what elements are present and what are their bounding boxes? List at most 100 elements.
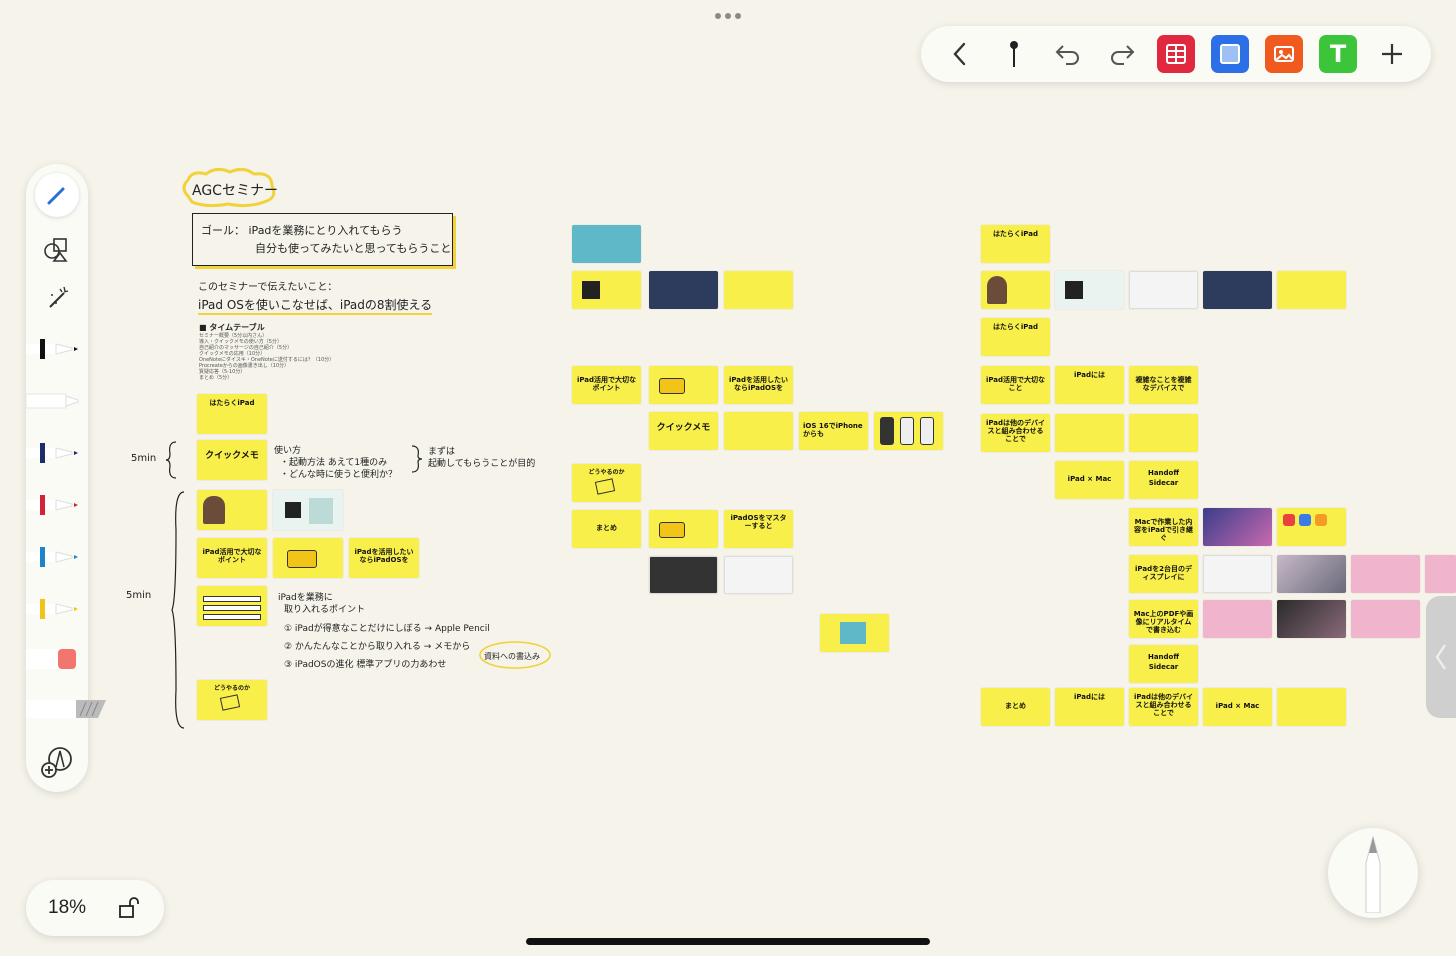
photo-card[interactable] — [1277, 555, 1346, 593]
slide-card[interactable]: まとめ — [981, 688, 1050, 726]
add-button[interactable] — [1373, 35, 1411, 73]
ruler-tool[interactable] — [26, 696, 106, 722]
apple-pencil-button[interactable] — [1328, 828, 1418, 918]
pen-yellow[interactable] — [26, 596, 86, 622]
slide-card[interactable]: はたらくiPad — [981, 318, 1050, 356]
image-button[interactable] — [1265, 35, 1303, 73]
slide-card[interactable] — [1129, 414, 1198, 452]
slide-card[interactable]: iPadは他のデバイスと組み合わせることで — [1129, 688, 1198, 726]
slide-card[interactable]: iPad活用で大切なポイント — [197, 538, 267, 578]
pen-blue-icon — [26, 547, 78, 567]
thumbnail-card[interactable] — [572, 225, 641, 263]
slide-card[interactable]: はたらくiPad — [981, 225, 1050, 263]
pen-blue[interactable] — [26, 544, 86, 570]
table-button[interactable] — [1157, 35, 1195, 73]
slide-card[interactable]: クイックメモ — [197, 440, 267, 480]
app-icons-card[interactable] — [1277, 508, 1346, 546]
screenshot-card[interactable] — [1425, 555, 1456, 593]
timetable-title: ■ タイムテーブル — [199, 323, 265, 332]
slide-card[interactable] — [197, 586, 267, 626]
slide-card[interactable]: Macで作業した内容をiPadで引き継ぐ — [1129, 508, 1198, 546]
screenshot-card[interactable] — [1351, 600, 1420, 638]
slide-card[interactable]: まとめ — [572, 510, 641, 548]
slide-card[interactable]: iOS 16でiPhoneからも — [799, 412, 868, 450]
profile-card[interactable] — [981, 271, 1050, 309]
slide-card[interactable]: どうやるのか — [572, 464, 641, 502]
pen-navy[interactable] — [26, 440, 86, 466]
slide-card[interactable] — [1055, 414, 1124, 452]
slide-card[interactable] — [724, 271, 793, 309]
tool-palette — [25, 164, 106, 792]
slide-card[interactable]: どうやるのか — [197, 680, 267, 720]
text-button[interactable]: T — [1319, 35, 1357, 73]
slide-card[interactable]: iPadOSをマスターすると — [724, 510, 793, 548]
slide-card[interactable]: クイックメモ — [649, 412, 718, 450]
photo-card[interactable] — [1203, 508, 1272, 546]
photo-card[interactable] — [1277, 600, 1346, 638]
qr-card[interactable] — [572, 271, 641, 309]
usage-2: ・どんな時に使うと便利か？ — [280, 470, 398, 480]
slide-card[interactable] — [649, 366, 718, 404]
shape-tool-button[interactable] — [26, 228, 88, 268]
lasso-tool-button[interactable] — [26, 278, 88, 318]
plus-icon — [1382, 44, 1402, 64]
pin-icon — [1010, 41, 1018, 67]
zoom-control[interactable]: 18% — [26, 880, 164, 936]
screenshot-card[interactable] — [1203, 555, 1272, 593]
screenshot-card[interactable] — [1129, 271, 1198, 309]
thumbnail-card[interactable] — [820, 614, 889, 652]
add-tool-button[interactable] — [26, 742, 88, 782]
slide-card[interactable]: 複雑なことを複雑なデバイスで — [1129, 366, 1198, 404]
side-panel-handle[interactable] — [1426, 596, 1456, 718]
multitask-dots[interactable] — [712, 10, 744, 22]
slide-card[interactable]: iPad活用で大切なこと — [981, 366, 1050, 404]
screenshot-card[interactable] — [724, 556, 793, 594]
slide-card[interactable] — [874, 412, 943, 450]
time-label: 5min — [126, 590, 152, 601]
slide-card[interactable] — [1277, 688, 1346, 726]
slide-card[interactable]: iPad × Mac — [1055, 461, 1124, 499]
pen-red[interactable] — [26, 492, 86, 518]
slide-card[interactable]: iPadを2台目のディスプレイに — [1129, 555, 1198, 593]
slide-card[interactable] — [273, 538, 343, 578]
pen-tool-button[interactable] — [26, 172, 88, 218]
qr-card[interactable] — [273, 490, 343, 530]
slide-card[interactable]: iPad × Mac — [1203, 688, 1272, 726]
unlock-icon[interactable] — [118, 896, 142, 920]
back-button[interactable] — [941, 35, 979, 73]
eraser-tool[interactable] — [26, 646, 86, 672]
goal-box: ゴール： iPadを業務にとり入れてもらう 自分も使ってみたいと思ってもらうこと — [192, 213, 453, 266]
shape-button[interactable] — [1211, 35, 1249, 73]
slide-card[interactable]: iPad活用で大切なポイント — [572, 366, 641, 404]
pin-button[interactable] — [995, 35, 1033, 73]
home-indicator[interactable] — [526, 938, 930, 945]
timetable-line: まとめ（5分） — [199, 375, 233, 381]
pen-black[interactable] — [26, 336, 86, 362]
undo-button[interactable] — [1049, 35, 1087, 73]
timetable-line: 自己紹介のマッサージの自己紹介（5分） — [199, 345, 293, 351]
screenshot-card[interactable] — [649, 556, 718, 594]
apple-pencil-icon — [1365, 835, 1381, 913]
slide-card[interactable]: iPadには — [1055, 366, 1124, 404]
screenshot-card[interactable] — [1203, 600, 1272, 638]
slide-card[interactable] — [1277, 271, 1346, 309]
slide-card[interactable]: Mac上のPDFや画像にリアルタイムで書き込む — [1129, 600, 1198, 638]
screenshot-card[interactable] — [1351, 555, 1420, 593]
profile-card[interactable] — [197, 490, 267, 530]
redo-button[interactable] — [1103, 35, 1141, 73]
qr-card[interactable] — [1055, 271, 1124, 309]
slide-card[interactable]: はたらくiPad — [197, 394, 267, 434]
slide-card[interactable]: iPadには — [1055, 688, 1124, 726]
slide-card[interactable] — [649, 510, 718, 548]
thumbnail-card[interactable] — [1203, 271, 1272, 309]
thumbnail-card[interactable] — [649, 271, 718, 309]
slide-card[interactable]: iPadを活用したいならiPadOSを — [349, 538, 419, 578]
add-pen-icon — [41, 747, 72, 778]
circled-note: 資料への書込み — [484, 652, 540, 661]
slide-card[interactable]: iPadは他のデバイスと組み合わせることで — [981, 414, 1050, 452]
highlighter-white[interactable] — [25, 388, 86, 414]
slide-card[interactable]: iPadを活用したいならiPadOSを — [724, 366, 793, 404]
slide-card[interactable] — [724, 412, 793, 450]
